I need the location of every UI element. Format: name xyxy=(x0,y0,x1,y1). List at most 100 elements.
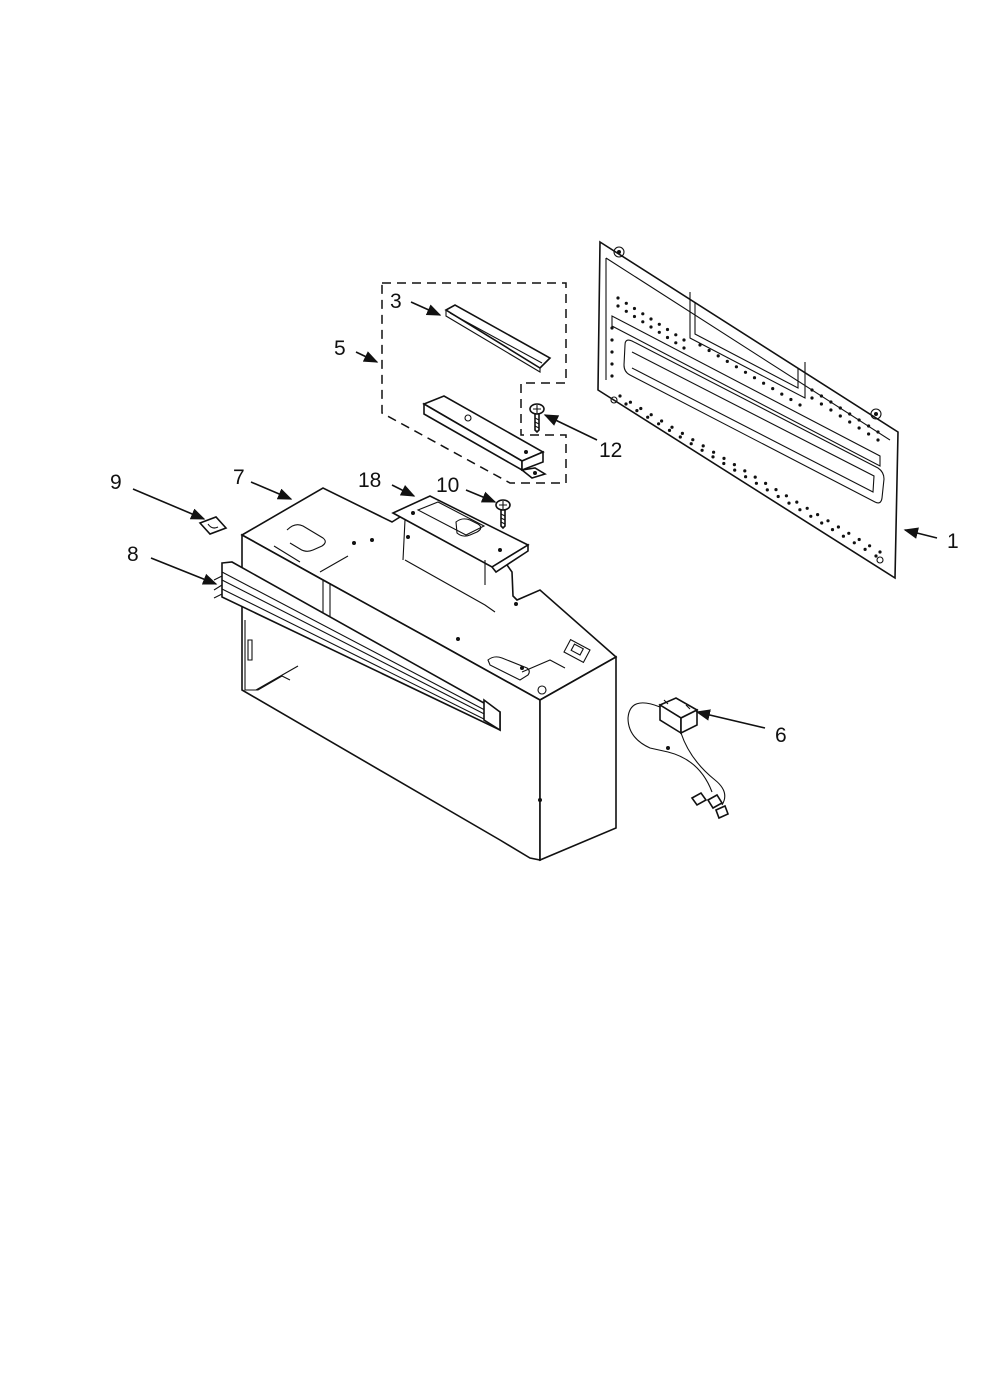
perforation-dot xyxy=(635,409,639,413)
perforation-dot xyxy=(680,431,685,435)
part-5-bracket-kit-outline xyxy=(381,282,567,484)
perforation-dot xyxy=(682,346,686,350)
perforation-dot xyxy=(698,343,702,347)
perforation-dot xyxy=(649,317,653,321)
perforation-dot xyxy=(678,435,682,439)
perforation-dot xyxy=(863,547,867,552)
perforation-dot xyxy=(819,394,824,398)
perforation-dot xyxy=(868,544,872,548)
perforation-dot xyxy=(716,354,720,358)
perforation-dot xyxy=(610,338,614,342)
perforation-dot xyxy=(725,359,729,363)
perforation-dot xyxy=(841,534,846,538)
leader-5 xyxy=(355,351,379,363)
perforation-dot xyxy=(848,412,852,416)
perforation-dot xyxy=(649,325,653,329)
perforation-dot xyxy=(674,333,678,337)
perforation-dot xyxy=(665,335,670,340)
perforation-dot xyxy=(765,488,769,492)
perforation-dot xyxy=(632,314,637,319)
perforation-dot xyxy=(829,400,833,404)
perforation-dot xyxy=(838,406,842,410)
perforation-dot xyxy=(876,430,880,434)
perforation-dot xyxy=(753,475,757,479)
perforation-dot xyxy=(857,426,861,430)
leader-7 xyxy=(250,481,293,500)
part-8-grille xyxy=(213,561,501,732)
callout-9: 9 xyxy=(110,471,122,494)
callout-8: 8 xyxy=(127,543,139,566)
perforation-dot xyxy=(649,413,653,417)
perforation-dot xyxy=(816,513,820,517)
perforation-dot xyxy=(665,327,670,332)
perforation-dot xyxy=(657,322,661,326)
perforation-dot xyxy=(610,362,614,366)
perforation-dot xyxy=(632,306,637,311)
perforation-dot xyxy=(670,425,674,429)
perforation-dot xyxy=(610,326,614,330)
perforation-dot xyxy=(774,488,778,492)
perforation-dot xyxy=(820,521,824,525)
perforation-dot xyxy=(874,554,878,558)
perforation-dot xyxy=(852,541,856,545)
part-9-clip xyxy=(198,516,228,535)
leader-1 xyxy=(903,527,938,539)
part-5-bracket-channel xyxy=(422,395,547,479)
leader-10 xyxy=(465,489,497,503)
perforation-dot xyxy=(628,400,633,404)
leader-lines xyxy=(132,301,938,729)
perforation-dot xyxy=(624,301,628,305)
leader-18 xyxy=(391,484,416,497)
perforation-dot xyxy=(722,461,726,466)
perforation-dot xyxy=(805,506,809,510)
callout-18: 18 xyxy=(358,469,381,492)
perforation-dot xyxy=(789,397,793,402)
perforation-dot xyxy=(616,304,620,308)
callout-labels: 1 3 5 6 7 8 9 10 12 18 xyxy=(110,290,959,747)
perforation-dot xyxy=(641,312,645,316)
perforation-dot xyxy=(744,475,748,479)
callout-10: 10 xyxy=(436,474,459,497)
perforation-dot xyxy=(867,424,871,428)
callout-7: 7 xyxy=(233,466,245,489)
perforation-dot xyxy=(610,374,614,378)
perforation-dot xyxy=(667,428,672,432)
perforation-dot xyxy=(848,420,852,424)
perforation-dot xyxy=(682,338,686,342)
perforation-dot xyxy=(624,309,628,313)
perforation-dot xyxy=(646,415,650,419)
perforation-dot xyxy=(819,402,824,406)
perforation-dot xyxy=(616,296,620,300)
perforation-dot xyxy=(784,494,789,498)
perforation-dot xyxy=(641,320,645,324)
part-12-screw xyxy=(529,403,545,434)
part-18-top-plate xyxy=(391,495,530,585)
perforation-dot xyxy=(830,528,835,532)
perforation-dot xyxy=(700,448,704,452)
callout-5: 5 xyxy=(334,337,346,360)
perforation-dot xyxy=(867,432,871,436)
perforation-dot xyxy=(810,388,814,392)
perforation-dot xyxy=(660,419,664,423)
perforation-dot xyxy=(838,414,842,418)
perforation-dot xyxy=(689,442,693,446)
perforation-dot xyxy=(734,365,739,369)
perforation-dot xyxy=(618,394,622,398)
part-6-wire-harness xyxy=(627,697,730,820)
perforation-dot xyxy=(826,519,830,523)
callout-1: 1 xyxy=(947,530,959,553)
perforation-dot xyxy=(701,444,705,448)
leader-8 xyxy=(150,557,218,585)
perforation-dot xyxy=(754,481,759,485)
perforation-dot xyxy=(733,468,737,472)
perforation-dot xyxy=(712,450,716,454)
perforation-dot xyxy=(787,501,791,505)
perforation-dot xyxy=(610,350,614,354)
perforation-dot xyxy=(657,330,661,334)
part-10-screw xyxy=(495,499,511,530)
perforation-dot xyxy=(876,438,880,442)
perforation-dot xyxy=(732,463,737,467)
perforation-dot xyxy=(829,408,833,412)
callout-12: 12 xyxy=(599,439,622,462)
